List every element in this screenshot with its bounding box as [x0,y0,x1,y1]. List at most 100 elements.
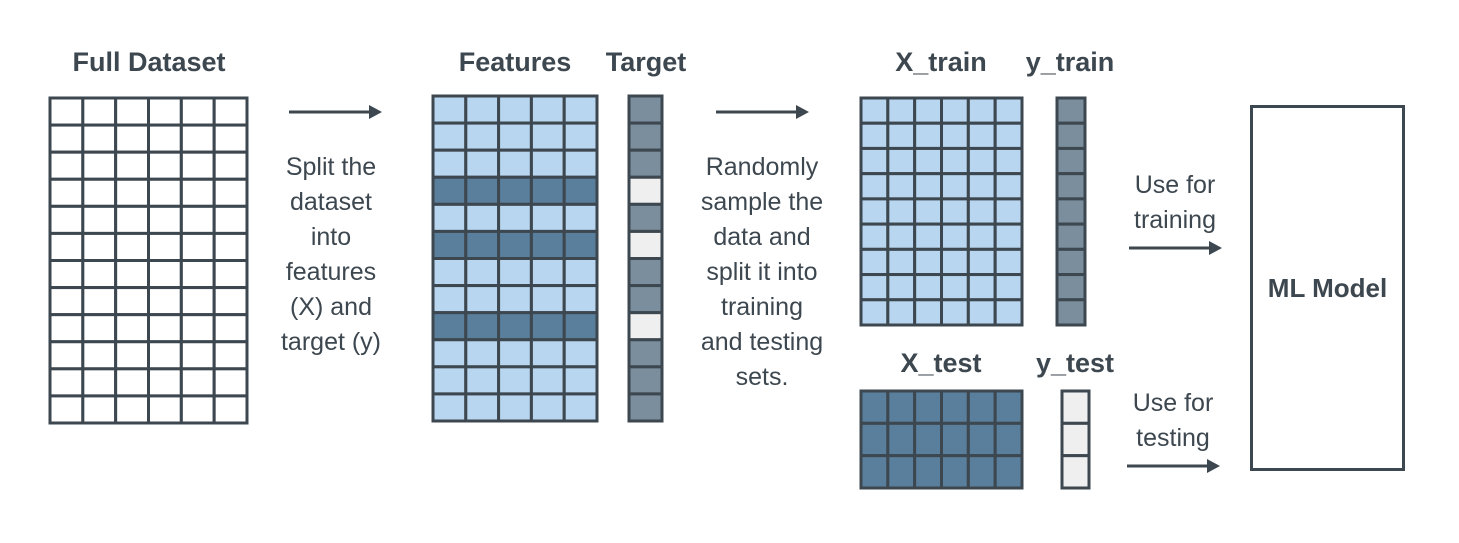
grid-cell [859,389,890,425]
grid-cell [497,202,533,233]
grid-cell [212,259,249,290]
grid-cell [48,340,85,371]
y-test-column [1060,389,1091,490]
arrow-use-training [1129,241,1222,255]
grid-cell [48,177,85,208]
grid-cell [464,229,501,261]
grid-cell [940,146,970,176]
arrow-use-testing [1127,459,1220,473]
grid-cell [212,96,249,127]
grid-cell [114,177,150,208]
grid-cell [48,204,85,235]
grid-cell [464,257,501,288]
grid-cell [627,148,664,179]
grid-cell [627,311,664,342]
grid-cell [179,394,216,425]
y-train-column [1055,96,1087,327]
grid-cell [48,96,85,127]
grid-cell [497,365,533,396]
grid-cell [464,311,501,342]
grid-cell [886,247,917,277]
grid-cell [1060,421,1091,458]
grid-cell [1055,146,1087,176]
grid-cell [147,123,183,154]
grid-cell [913,389,944,425]
grid-cell [464,202,501,233]
grid-cell [431,392,468,423]
grid-cell [431,121,468,152]
grid-cell [81,204,118,235]
grid-cell [529,148,566,179]
grid-cell [212,177,249,208]
target-title: Target [605,47,687,77]
grid-cell [966,172,997,201]
grid-cell [529,284,566,315]
arrow-head-icon [796,105,809,119]
grid-cell [497,257,533,288]
grid-cell [993,247,1024,277]
grid-cell [966,222,997,251]
grid-cell [431,284,468,315]
grid-cell [966,197,997,226]
grid-cell [886,172,917,201]
arrow-head-icon [1209,241,1222,255]
grid-cell [859,247,890,277]
grid-cell [147,231,183,263]
grid-cell [627,257,664,288]
grid-cell [48,123,85,154]
grid-cell [913,421,944,458]
grid-cell [886,389,917,425]
grid-cell [81,259,118,290]
grid-cell [562,311,599,342]
grid-cell [562,121,599,152]
arrow-head-icon [1207,459,1220,473]
grid-cell [913,222,944,251]
grid-cell [431,175,468,206]
grid-cell [464,175,501,206]
grid-cell [886,273,917,302]
grid-cell [114,96,150,127]
grid-cell [48,313,85,344]
grid-cell [529,392,566,423]
grid-cell [114,340,150,371]
grid-cell [431,229,468,261]
grid-cell [464,284,501,315]
features-title: Features [458,47,572,77]
ml-model-box: ML Model [1250,105,1405,471]
grid-cell [627,229,664,261]
grid-cell [529,365,566,396]
grid-cell [497,175,533,206]
x-train-grid [859,96,1024,327]
use-training-label: Use for training [1134,171,1216,234]
grid-cell [913,454,944,490]
grid-cell [913,96,944,125]
grid-cell [562,229,599,261]
grid-cell [431,257,468,288]
grid-cell [464,121,501,152]
grid-cell [147,340,183,371]
grid-cell [966,421,997,458]
grid-cell [993,96,1024,125]
grid-cell [147,177,183,208]
grid-cell [179,367,216,398]
grid-cell [179,313,216,344]
grid-cell [859,298,890,327]
grid-cell [627,338,664,369]
grid-cell [886,96,917,125]
full-dataset-title: Full Dataset [72,47,226,77]
grid-cell [993,172,1024,201]
grid-cell [431,148,468,179]
grid-cell [529,175,566,206]
grid-cell [562,365,599,396]
grid-cell [627,284,664,315]
grid-cell [529,257,566,288]
grid-cell [966,247,997,277]
arrow-random-sample [716,105,809,119]
grid-cell [464,338,501,369]
grid-cell [1055,172,1087,201]
grid-cell [114,367,150,398]
grid-cell [966,273,997,302]
grid-cell [497,311,533,342]
grid-cell [993,389,1024,425]
grid-cell [1055,298,1087,327]
